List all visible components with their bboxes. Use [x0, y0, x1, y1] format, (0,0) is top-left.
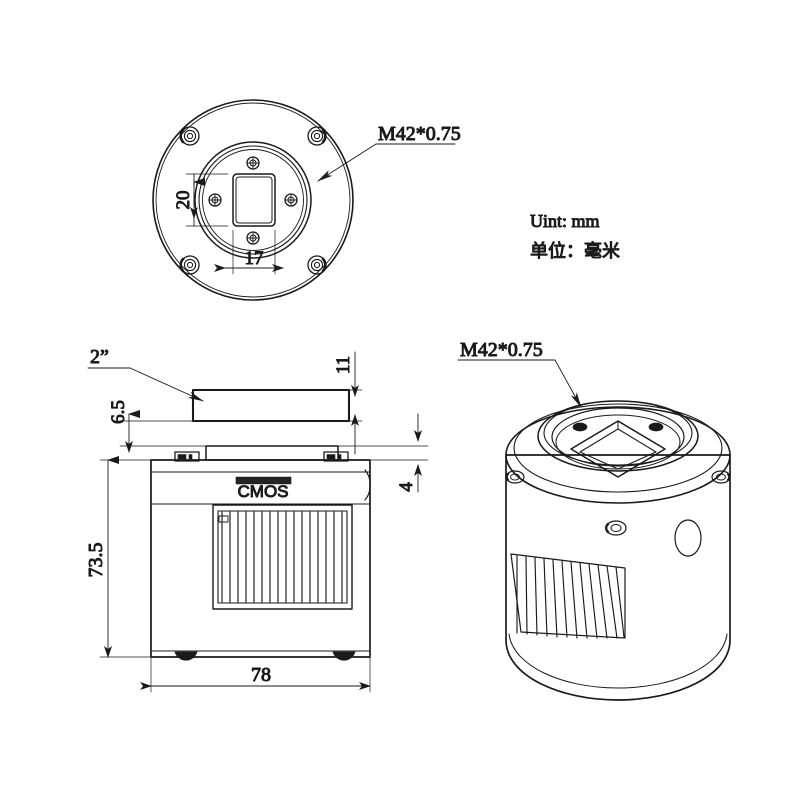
iso-view: M42*0.75 — [457, 339, 731, 701]
units-note: Uint: mm 单位：毫米 — [530, 211, 621, 262]
front-callout-label: M42*0.75 — [378, 123, 461, 145]
side-foot-left — [174, 651, 198, 661]
side-latch-left — [174, 451, 200, 462]
side-port — [364, 469, 371, 501]
iso-inner-screw-left — [572, 422, 588, 432]
side-thread-flange — [205, 445, 339, 461]
side-adapter-leader — [87, 367, 204, 402]
dim-width — [140, 656, 371, 693]
units-note-zh: 单位：毫米 — [530, 241, 620, 261]
front-sensor-window — [232, 173, 276, 227]
dim-front-vertical — [185, 173, 229, 227]
dim-front-horizontal-label: 17 — [245, 248, 264, 269]
dim-height — [99, 456, 152, 658]
side-view: CMOS 2” 6.5 11 4 — [85, 346, 429, 693]
front-inner-screws — [208, 156, 298, 245]
dim-flange-label: 4 — [396, 482, 417, 492]
iso-fin-block — [510, 553, 626, 639]
iso-body-bottom-inner — [508, 633, 728, 689]
iso-sensor-window — [570, 420, 666, 478]
side-adapter-label: 2” — [90, 346, 109, 368]
side-sensor-label: CMOS — [238, 482, 289, 501]
dim-front-vertical-label: 20 — [173, 191, 194, 210]
iso-thread-wall — [537, 435, 699, 472]
iso-flange-rim — [505, 454, 731, 504]
side-fin-block — [212, 504, 353, 610]
iso-side-port — [674, 519, 702, 557]
iso-thread-inner — [551, 407, 685, 467]
iso-body — [505, 454, 731, 701]
dim-adapter-gap-label: 6.5 — [108, 400, 129, 424]
side-latch-right — [323, 451, 349, 462]
iso-screw-front — [605, 520, 627, 536]
dim-width-label: 78 — [251, 664, 271, 686]
dim-top-stack — [337, 351, 363, 461]
side-body — [150, 459, 371, 658]
side-foot-right — [332, 651, 356, 661]
iso-inner-screw-right — [648, 422, 664, 432]
side-sensor-bar — [235, 476, 292, 485]
iso-flange-step — [513, 403, 723, 493]
dim-top-stack-label: 11 — [333, 356, 354, 374]
dim-height-label: 73.5 — [85, 543, 107, 578]
dim-flange — [337, 413, 429, 493]
front-callout-leader — [317, 143, 456, 182]
front-outer-circle — [152, 99, 354, 301]
dim-adapter-gap — [119, 410, 207, 453]
units-note-en: Uint: mm — [530, 211, 600, 231]
iso-thread-mid — [543, 400, 693, 466]
iso-screw-left — [505, 470, 525, 484]
side-adapter-ring — [191, 388, 351, 423]
iso-callout-label: M42*0.75 — [460, 339, 543, 361]
iso-callout-leader — [457, 359, 582, 408]
dim-front-horizontal — [214, 229, 284, 275]
iso-screw-right — [711, 470, 731, 484]
front-outer-screws — [179, 126, 327, 275]
front-view: 20 17 M42*0.75 — [152, 99, 461, 301]
front-outer-circle-inner-edge — [155, 102, 351, 298]
